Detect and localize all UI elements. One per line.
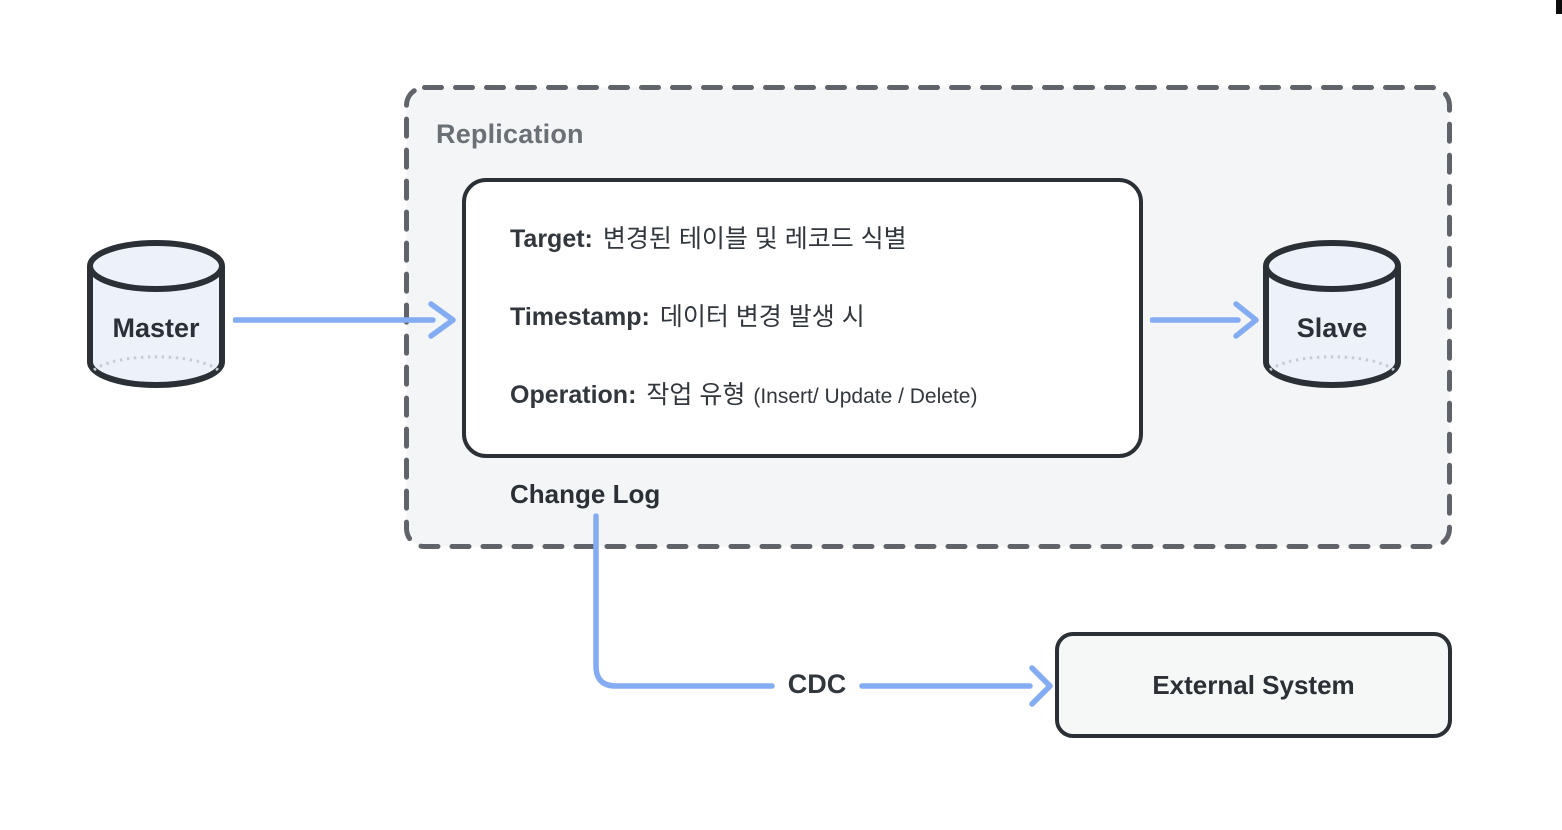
change-record-row-timestamp: Timestamp: 데이터 변경 발생 시 xyxy=(510,301,1139,335)
change-record-row-operation: Operation: 작업 유형 (Insert/ Update / Delete) xyxy=(510,379,1139,413)
replication-group-label: Replication xyxy=(436,119,584,149)
cdc-flow-line xyxy=(593,513,1053,707)
external-system-box: External System xyxy=(1055,632,1452,738)
change-record-box: Target: 변경된 테이블 및 레코드 식별 Timestamp: 데이터 변경… xyxy=(462,178,1143,458)
row-note: (Insert/ Update / Delete) xyxy=(753,385,978,408)
change-record-row-target: Target: 변경된 테이블 및 레코드 식별 xyxy=(510,223,1139,257)
master-label: Master xyxy=(112,313,200,343)
master-to-replication-arrow xyxy=(233,301,456,339)
external-system-label: External System xyxy=(1152,669,1355,700)
row-text: 변경된 테이블 및 레코드 식별 xyxy=(602,225,907,253)
row-text: 데이터 변경 발생 시 xyxy=(659,303,865,331)
row-label: Operation: xyxy=(510,381,637,409)
slave-database-icon xyxy=(1263,240,1401,388)
row-label: Target: xyxy=(510,225,593,253)
row-text: 작업 유형 xyxy=(646,381,746,409)
replication-to-slave-arrow xyxy=(1150,301,1259,339)
master-database-icon xyxy=(87,240,225,388)
change-log-label: Change Log xyxy=(510,479,661,509)
corner-mark xyxy=(1556,0,1562,14)
slave-label: Slave xyxy=(1296,313,1368,343)
cdc-label: CDC xyxy=(787,669,847,699)
row-label: Timestamp: xyxy=(510,303,650,331)
